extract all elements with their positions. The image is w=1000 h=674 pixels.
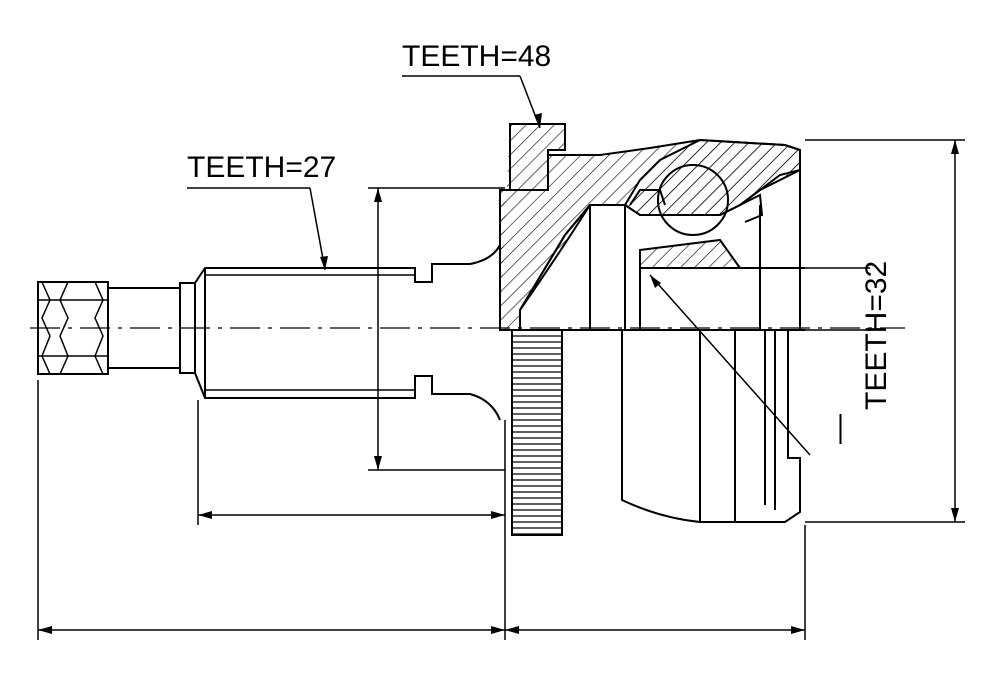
inner-teeth-label: TEETH=32	[860, 260, 893, 410]
ball	[657, 164, 729, 236]
outer-housing-outline	[520, 150, 805, 523]
dimension-lines	[37, 139, 965, 640]
abs-tone-ring	[511, 329, 563, 536]
outer-teeth-label: TEETH=48	[402, 40, 552, 73]
tick-mark-label: —	[822, 414, 855, 444]
shaft-body	[194, 244, 501, 421]
shaft-teeth-label: TEETH=27	[187, 151, 337, 184]
leader-lines	[187, 75, 811, 456]
outer-housing-section	[499, 123, 801, 331]
shaft-end-spline	[37, 281, 196, 375]
